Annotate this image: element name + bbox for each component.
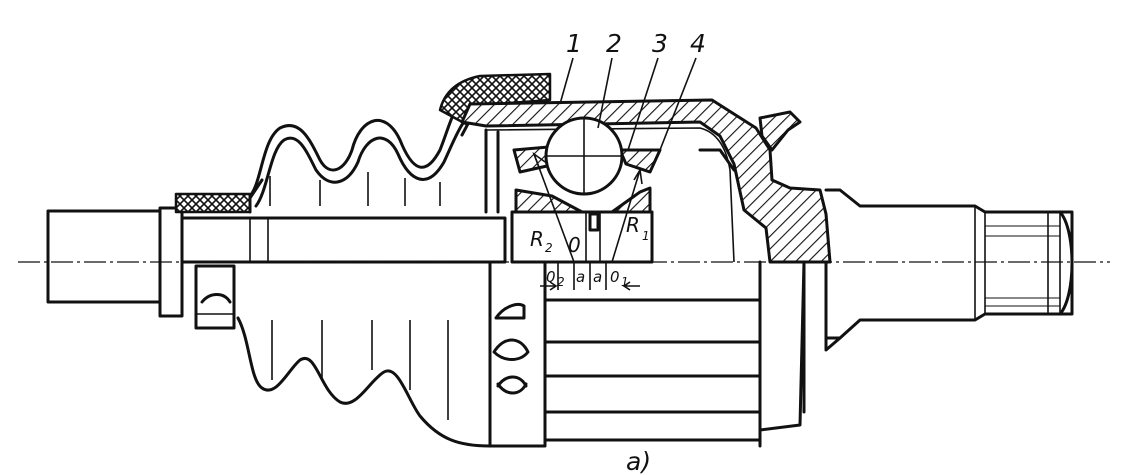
radius-label-r1: R: [626, 213, 640, 237]
offset-label-a-left: a: [576, 268, 585, 286]
cage: [484, 128, 736, 214]
housing-lower-view: [194, 260, 842, 448]
left-shaft: [46, 206, 507, 318]
boot-clamp-small: [174, 178, 264, 214]
part-label-3: 3: [652, 29, 668, 58]
part-label-1: 1: [566, 29, 582, 58]
center-label: 0: [568, 233, 581, 257]
part-label-2: 2: [606, 29, 622, 58]
radius-label-r2: R: [530, 227, 544, 251]
radius-lines: [532, 151, 643, 291]
offset-label-o1: 0: [610, 268, 620, 286]
part-label-4: 4: [690, 29, 706, 58]
radius-label-r2-sub: 2: [545, 241, 553, 255]
offset-label-o2: 0: [546, 268, 556, 286]
figure-caption: а): [626, 447, 651, 475]
leader-lines: [559, 57, 697, 151]
protective-boot: [236, 74, 550, 448]
offset-label-o1-sub: 1: [621, 275, 629, 289]
radius-label-r1-sub: 1: [642, 229, 650, 243]
right-stub: [824, 188, 1074, 340]
offset-label-o2-sub: 2: [557, 275, 565, 289]
ball: [544, 116, 624, 196]
labels: 1 2 3 4 R 2 R 1 0 0 2 a a 0 1 а): [530, 29, 706, 475]
outer-housing: [460, 98, 832, 264]
offset-label-a-right: a: [593, 268, 602, 286]
